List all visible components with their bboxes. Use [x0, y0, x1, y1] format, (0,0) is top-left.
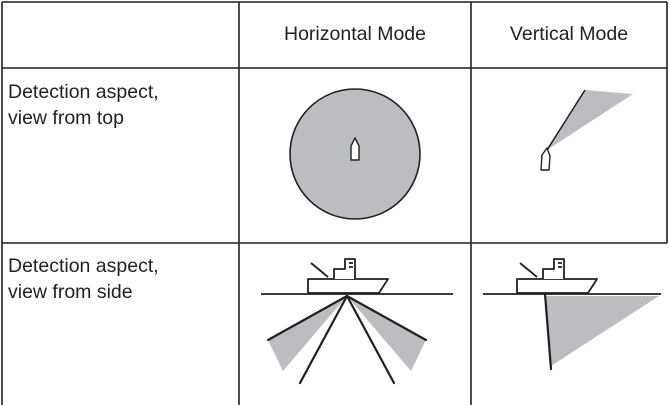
horizontal-beam-left-edge [266, 294, 349, 342]
ship-top-icon-small [540, 147, 551, 171]
vertical-top-view-figure [540, 89, 633, 171]
row-side-label-line2: view from side [8, 281, 133, 303]
horizontal-beam-center-right [345, 294, 396, 385]
vertical-beam-edge [546, 89, 586, 151]
header-horizontal-mode: Horizontal Mode [284, 23, 426, 45]
vertical-beam-side-edge [543, 292, 553, 371]
ship-top-icon [350, 137, 360, 161]
horizontal-beam-right [347, 296, 426, 371]
vertical-beam-side [545, 296, 659, 366]
vertical-beam-top [547, 90, 633, 150]
horizontal-side-view-figure [261, 258, 453, 385]
row-side-label-line1: Detection aspect, [8, 255, 159, 277]
row-top-label-line2: view from top [8, 107, 124, 129]
vertical-side-view-figure [483, 258, 661, 371]
row-top-label-line1: Detection aspect, [8, 81, 159, 103]
horizontal-beam-left [268, 296, 347, 371]
header-vertical-mode: Vertical Mode [509, 23, 629, 45]
horizontal-beam-center-left [298, 294, 349, 385]
horizontal-beam-right-edge [345, 294, 428, 342]
ship-side-icon [307, 258, 389, 294]
horizontal-top-view-figure [289, 88, 421, 220]
ship-side-icon [516, 258, 598, 294]
